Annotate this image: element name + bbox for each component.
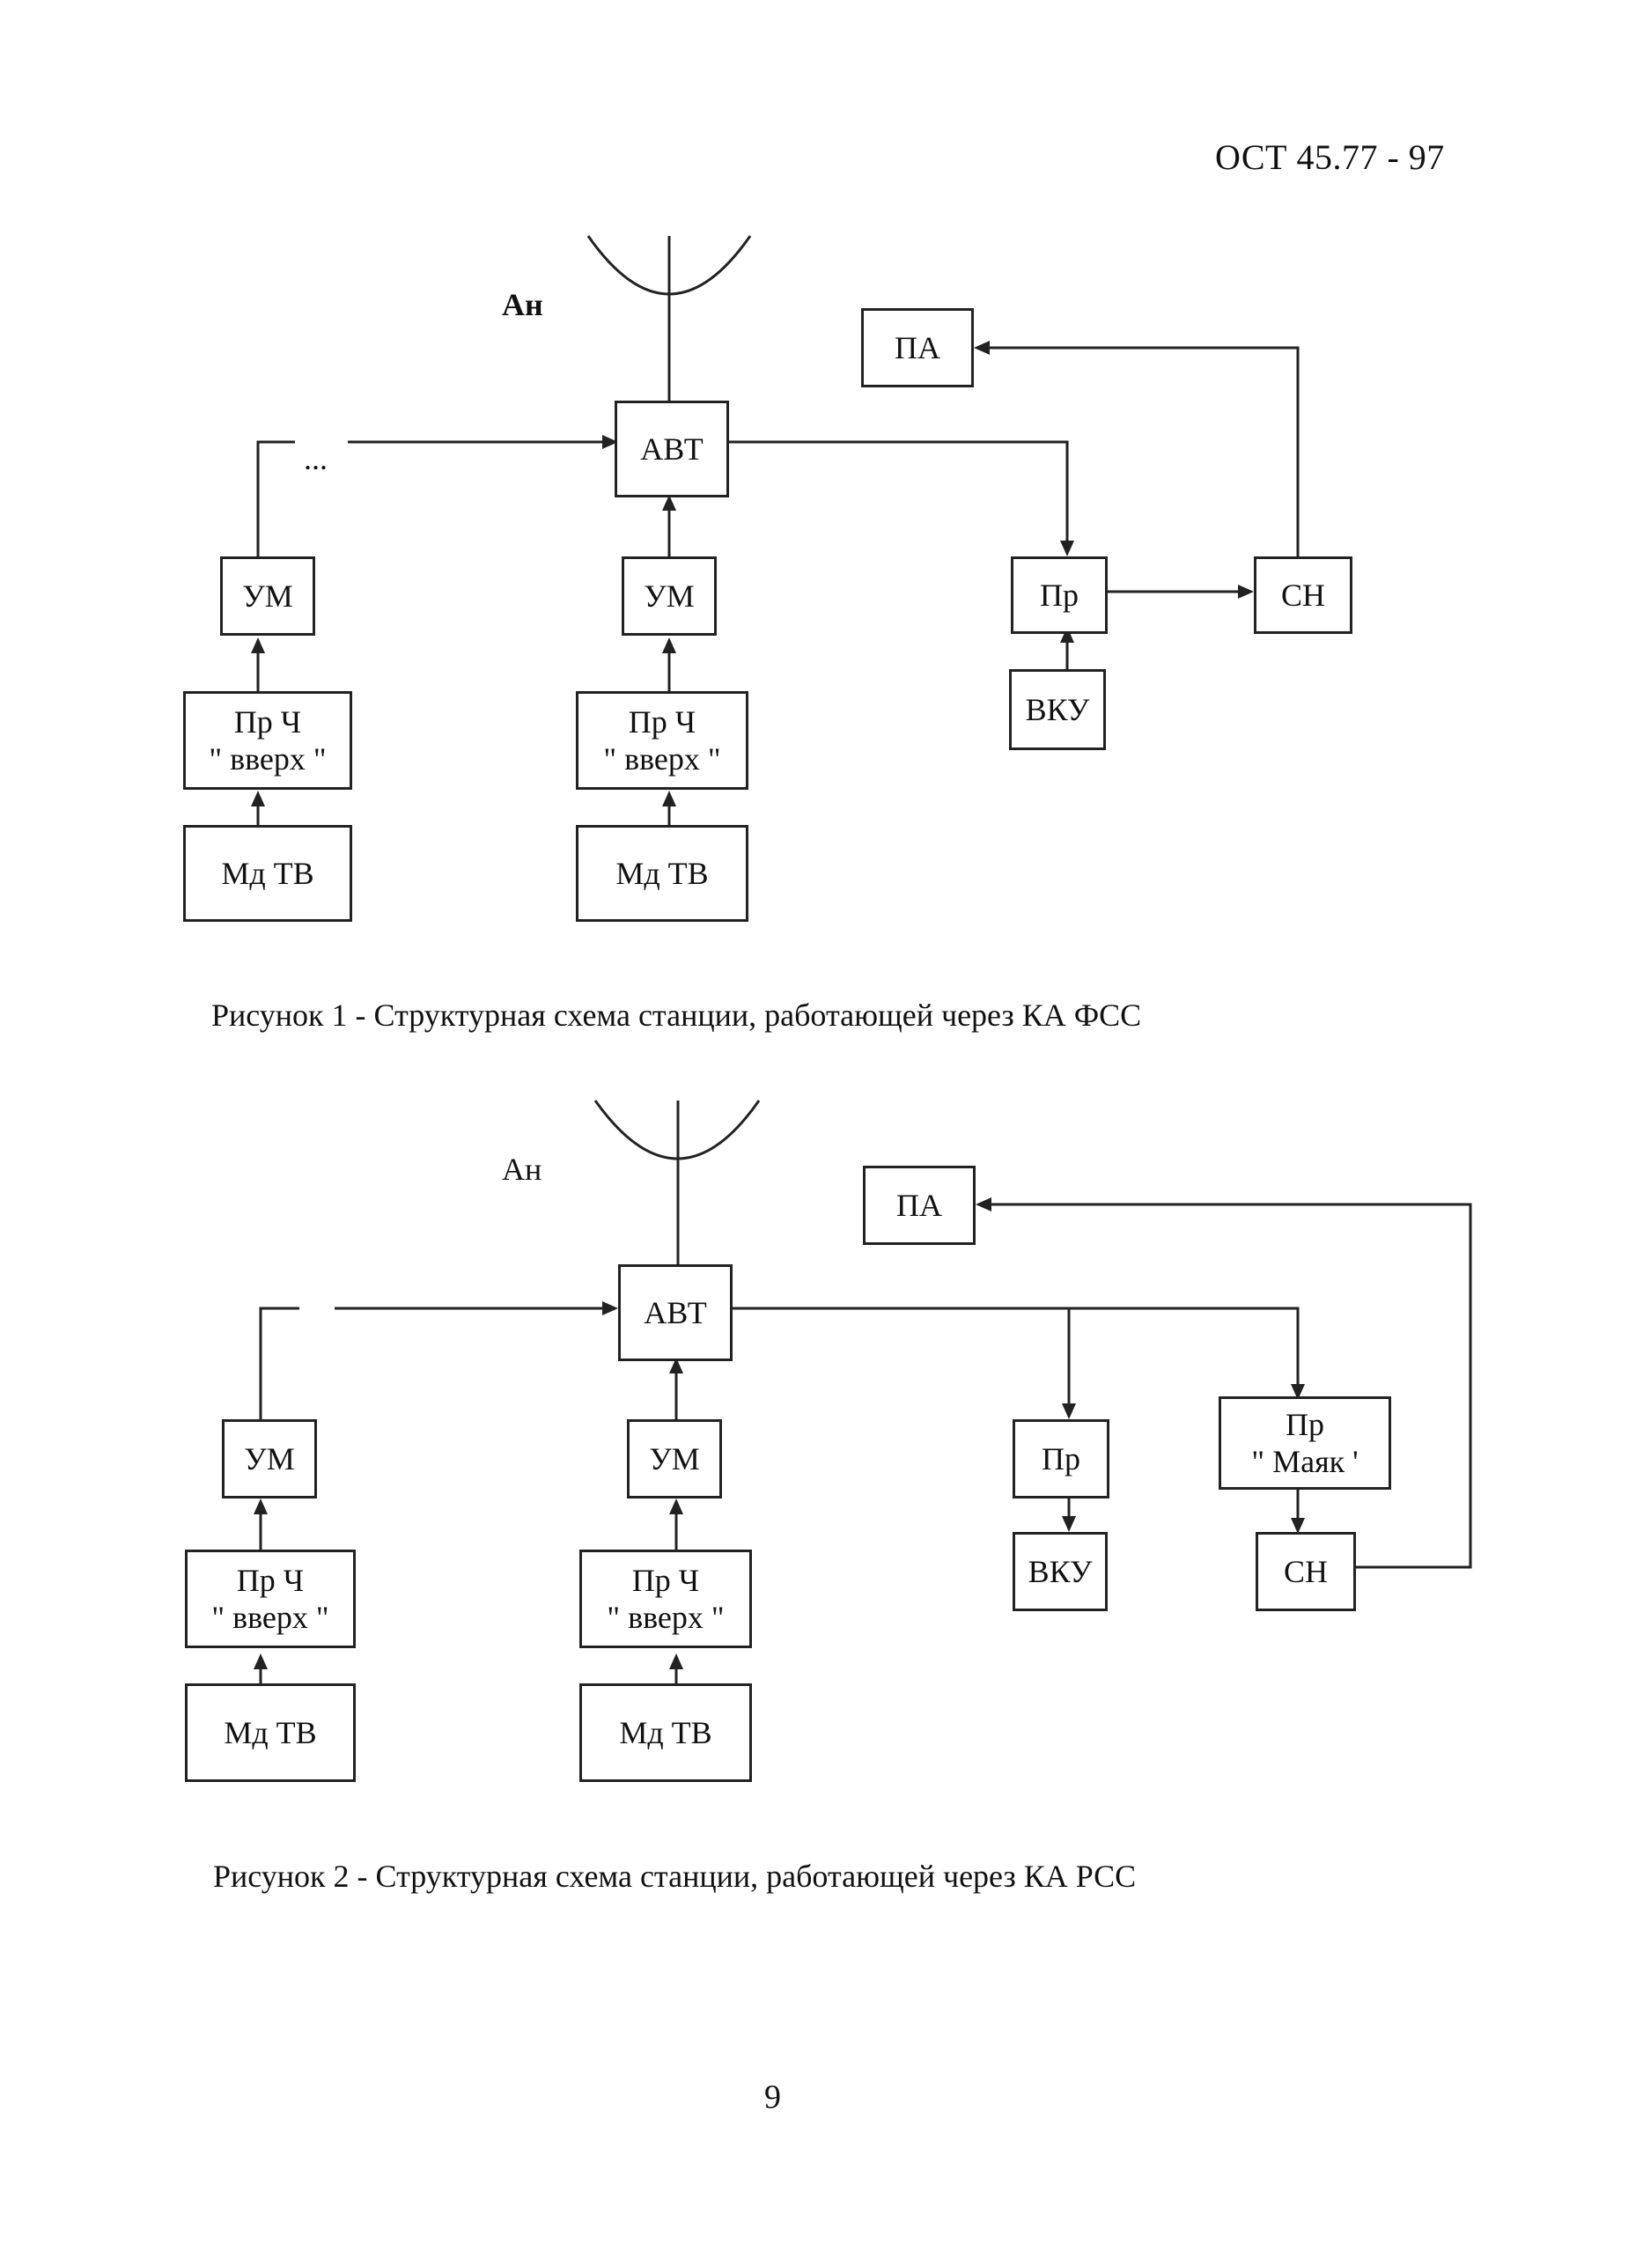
block-vku: ВКУ (1009, 669, 1106, 750)
block-pa: ПА (861, 308, 974, 387)
block-sn: СН (1256, 1532, 1356, 1611)
block-prch-mid: Пр Ч" вверх " (576, 691, 748, 790)
block-pr: Пр (1013, 1419, 1109, 1498)
block-um-left: УМ (222, 1419, 317, 1498)
block-sn: СН (1254, 556, 1352, 634)
block-um-mid: УМ (622, 556, 717, 636)
figure-1-caption: Рисунок 1 - Структурная схема станции, р… (211, 998, 1142, 1033)
block-pa: ПА (863, 1166, 976, 1245)
block-pr: Пр (1011, 556, 1108, 634)
document-code: ОСТ 45.77 - 97 (1215, 137, 1445, 177)
block-avt: АВТ (618, 1264, 733, 1361)
figure-1-connectors (251, 235, 1300, 825)
figure-2-diagram: Ан ПА АВТ УМ УМ Пр Пр" Маяк ' Пр Ч" ввер… (0, 1074, 1643, 1955)
ellipsis-label: ... (304, 441, 328, 476)
block-mdtv-left: Мд ТВ (185, 1683, 356, 1782)
block-pr-mayak: Пр" Маяк ' (1219, 1396, 1391, 1490)
figure-2-connectors (254, 1100, 1472, 1683)
antenna-label: Ан (502, 287, 543, 322)
block-prch-left: Пр Ч" вверх " (185, 1550, 356, 1648)
block-mdtv-mid: Мд ТВ (576, 825, 748, 922)
block-prch-left: Пр Ч" вверх " (183, 691, 352, 790)
figure-2-caption: Рисунок 2 - Структурная схема станции, р… (213, 1859, 1137, 1894)
block-mdtv-left: Мд ТВ (183, 825, 352, 922)
block-avt: АВТ (615, 401, 729, 497)
block-prch-mid: Пр Ч" вверх " (579, 1550, 752, 1648)
antenna-label: Ан (502, 1152, 542, 1187)
page-number: 9 (764, 2079, 781, 2116)
block-um-mid: УМ (627, 1419, 722, 1498)
block-um-left: УМ (220, 556, 315, 636)
block-mdtv-mid: Мд ТВ (579, 1683, 752, 1782)
figure-1-diagram: Ан ... ПА АВТ УМ УМ Пр СН Пр Ч" вверх " … (0, 0, 1643, 922)
block-vku: ВКУ (1013, 1532, 1108, 1611)
